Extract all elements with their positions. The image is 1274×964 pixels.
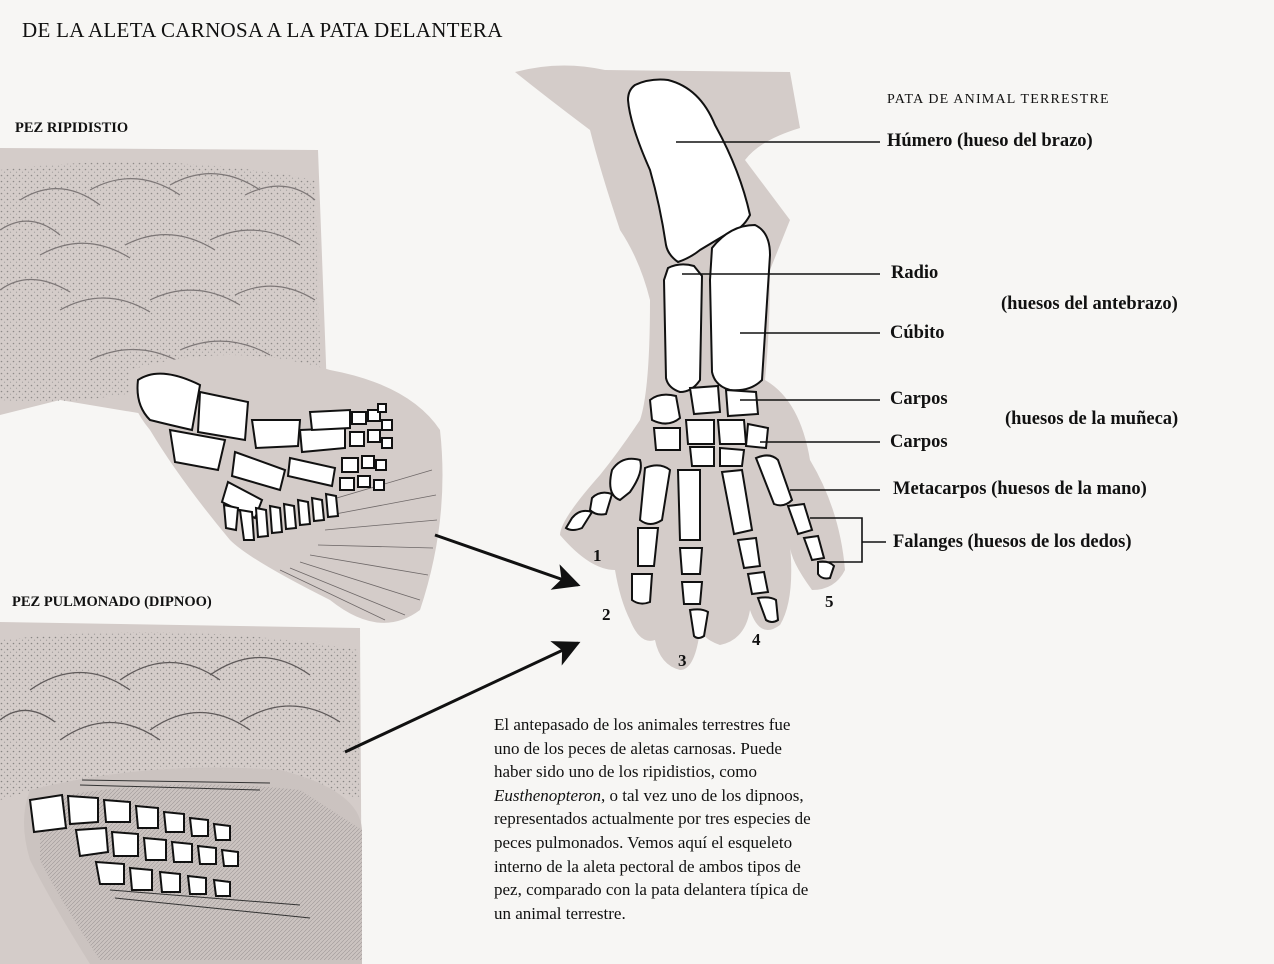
carpal-9 (719, 446, 746, 467)
group-wrist: (huesos de la muñeca) (1005, 409, 1179, 429)
caption-line-9: un animal terrestre. (494, 903, 626, 923)
metacarpal-2 (638, 464, 672, 525)
rhipidistian-fish (0, 148, 443, 623)
label-radius: Radio (891, 263, 939, 283)
carpal-4 (652, 427, 681, 451)
caption-line-3: haber sido uno de los ripidistios, como (494, 762, 758, 782)
leader-lines (676, 141, 886, 563)
label-ulna: Cúbito (890, 323, 945, 343)
carpal-6 (716, 419, 748, 445)
phalanx-5a (786, 502, 814, 536)
digit-label-2: 2 (602, 605, 611, 624)
limb-heading: PATA DE ANIMAL TERRESTRE (887, 92, 1110, 107)
label-humerus: Húmero (hueso del brazo) (887, 131, 1093, 151)
label-carpals-1: Carpos (890, 389, 948, 409)
carpal-7 (744, 422, 770, 450)
phalanx-4c (756, 596, 780, 623)
label-metacarpals: Metacarpos (huesos de la mano) (893, 479, 1147, 499)
caption-line-7: interno de la aleta pectoral de ambos ti… (494, 856, 801, 876)
phalanx-3a (678, 547, 704, 575)
leader-phalanges (810, 517, 863, 563)
carpal-3 (724, 388, 760, 418)
page-title: DE LA ALETA CARNOSA A LA PATA DELANTERA (22, 18, 503, 42)
metacarpal-4 (720, 468, 754, 536)
arrow-from-rhipidistian (434, 533, 581, 590)
digit-label-1: 1 (593, 546, 602, 565)
caption-line-6: peces pulmonados. Vemos aquí el esquelet… (494, 832, 793, 852)
carpal-5 (684, 419, 715, 445)
limb-bones (564, 78, 836, 639)
phalanx-4b (746, 570, 770, 596)
caption-species-name: Eusthenopteron (494, 785, 602, 805)
label-phalanges: Falanges (huesos de los dedos) (893, 532, 1132, 552)
lungfish-fin-bones (28, 793, 239, 897)
carpal-2 (688, 384, 722, 416)
group-forearm: (huesos del antebrazo) (1001, 294, 1178, 314)
digit-label-4: 4 (752, 630, 761, 649)
digit-label-5: 5 (825, 592, 834, 611)
lungfish-scale-arcs (0, 656, 341, 741)
caption-line-1: El antepasado de los animales terrestres… (494, 715, 791, 734)
caption-line-5: representados actualmente por tres espec… (494, 809, 811, 829)
phalanx-5b (802, 534, 826, 562)
digit-label-3: 3 (678, 651, 687, 670)
lungfish-fin-texture (40, 784, 362, 960)
phalanx-2b (631, 573, 654, 605)
phalanx-4a (736, 536, 762, 570)
lungfish-label: PEZ PULMONADO (DIPNOO) (12, 594, 212, 610)
radius-bone (662, 263, 704, 394)
metacarpal-1 (609, 457, 642, 502)
phalanx-1b (564, 509, 594, 531)
arrow-from-lungfish (344, 641, 581, 754)
humerus-bone (626, 78, 752, 264)
caption-line-2: uno de los peces de aletas carnosas. Pue… (494, 738, 782, 758)
phalanx-5c (817, 560, 836, 580)
phalanx-3b (680, 581, 704, 605)
caption-line-4-rest: , o tal vez uno de los dipnoos, (601, 785, 804, 805)
phalanx-2a (637, 527, 660, 567)
rhipidistian-label: PEZ RIPIDISTIO (15, 120, 129, 136)
phalanx-3c (688, 608, 710, 639)
tetrapod-limb (515, 65, 886, 671)
caption-line-8: pez, comparado con la pata delantera típ… (494, 880, 809, 900)
rhipidistian-scale-arcs (0, 173, 316, 363)
label-carpals-2: Carpos (890, 432, 948, 452)
rhipidistian-fin-bones (136, 372, 393, 541)
caption: El antepasado de los animales terrestres… (494, 713, 964, 925)
carpal-1 (648, 393, 682, 425)
rhipidistian-fin-rays (279, 469, 438, 621)
ulna-bone (708, 223, 772, 392)
lungfish-scales (0, 632, 360, 800)
lungfish-fin-rods (79, 779, 311, 919)
carpal-8 (688, 446, 715, 467)
metacarpal-3 (676, 469, 701, 541)
caption-line-4: Eusthenopteron, o tal vez uno de los dip… (494, 784, 964, 808)
metacarpal-5 (754, 454, 794, 507)
lungfish (0, 622, 362, 964)
